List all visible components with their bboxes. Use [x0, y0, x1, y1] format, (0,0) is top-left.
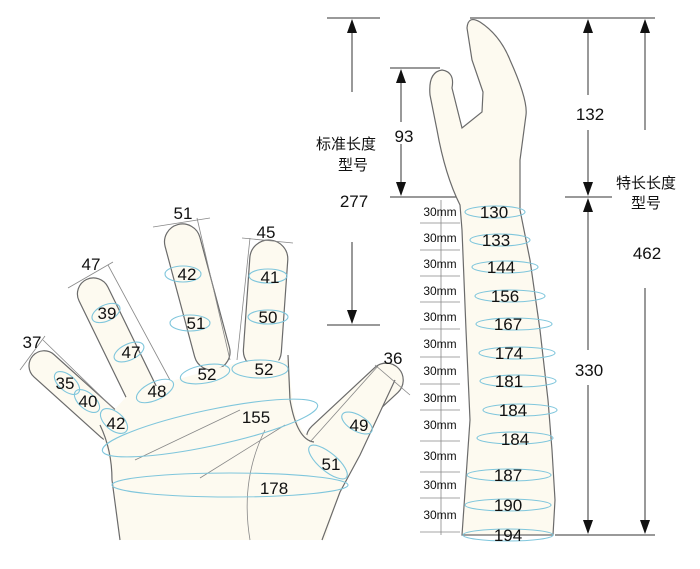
pinky-circ-1: 35	[56, 374, 75, 393]
middle-circ-3: 52	[198, 365, 217, 384]
arm-circ-1: 130	[480, 203, 508, 222]
ring-circ-1: 39	[98, 304, 117, 323]
arm-circ-3: 144	[487, 258, 515, 277]
palm-circumference: 155	[242, 408, 270, 427]
extended-label-line2: 型号	[631, 194, 661, 212]
standard-label-line2: 型号	[338, 156, 368, 174]
ruler-step-6: 30mm	[423, 337, 456, 351]
thumb-circ-2: 51	[322, 455, 341, 474]
index-finger	[242, 239, 289, 371]
arm-circ-10: 187	[494, 466, 522, 485]
arm-circ-12: 194	[494, 526, 522, 545]
arm-circ-4: 156	[491, 287, 519, 306]
middle-circ-2: 51	[187, 314, 206, 333]
extended-length: 462	[633, 244, 661, 263]
ruler: 30mm 30mm 30mm 30mm 30mm 30mm 30mm 30mm …	[420, 200, 460, 535]
finger-length: 93	[395, 127, 414, 146]
arm: 130 133 144 156 167 174 181 184 184 187 …	[429, 18, 558, 545]
arm-circ-2: 133	[482, 231, 510, 250]
pinky-circ-3: 42	[107, 414, 126, 433]
ruler-step-10: 30mm	[423, 449, 456, 463]
arm-circ-9: 184	[501, 430, 529, 449]
ruler-step-1: 30mm	[423, 205, 456, 219]
ring-tip-width: 47	[82, 255, 101, 274]
ruler-step-4: 30mm	[423, 284, 456, 298]
hand-length: 132	[576, 105, 604, 124]
open-hand: 37 47 51 45 36 35 40 42 39 47 48 42 51 5…	[19, 204, 411, 541]
pinky-tip-width: 37	[23, 333, 42, 352]
index-circ-1: 41	[261, 268, 280, 287]
arm-length: 330	[575, 361, 603, 380]
ruler-step-2: 30mm	[423, 231, 456, 245]
index-tip-width: 45	[257, 223, 276, 242]
ruler-step-7: 30mm	[423, 364, 456, 378]
ring-circ-2: 47	[122, 343, 141, 362]
arm-circ-8: 184	[499, 401, 527, 420]
arm-circ-6: 174	[495, 344, 523, 363]
arm-outline	[429, 18, 556, 536]
arm-circumference-rings	[462, 205, 558, 542]
standard-length-dimension: 标准长度 型号 277 93	[316, 17, 465, 326]
thumb-circ-1: 49	[350, 416, 369, 435]
ruler-step-8: 30mm	[423, 391, 456, 405]
ruler-step-5: 30mm	[423, 310, 456, 324]
arm-circ-11: 190	[494, 496, 522, 515]
middle-finger	[163, 223, 231, 371]
extended-label-line1: 特长长度	[616, 174, 676, 192]
pinky-circ-2: 40	[79, 392, 98, 411]
ruler-step-9: 30mm	[423, 418, 456, 432]
ring-circ-3: 48	[148, 382, 167, 401]
arm-circ-5: 167	[494, 315, 522, 334]
ruler-step-3: 30mm	[423, 257, 456, 271]
arm-circ-7: 181	[495, 372, 523, 391]
standard-label-line1: 标准长度	[316, 135, 376, 153]
thumb-tip-width: 36	[384, 349, 403, 368]
index-circ-2: 50	[259, 308, 278, 327]
extended-length-dimension: 132 330 特长长度 型号 462	[470, 17, 676, 536]
ruler-step-12: 30mm	[423, 508, 456, 522]
palm	[100, 360, 395, 540]
index-circ-3: 52	[255, 360, 274, 379]
standard-length: 277	[340, 192, 368, 211]
middle-tip-width: 51	[174, 204, 193, 223]
middle-circ-1: 42	[178, 265, 197, 284]
hand-width: 178	[260, 479, 288, 498]
ruler-step-11: 30mm	[423, 478, 456, 492]
